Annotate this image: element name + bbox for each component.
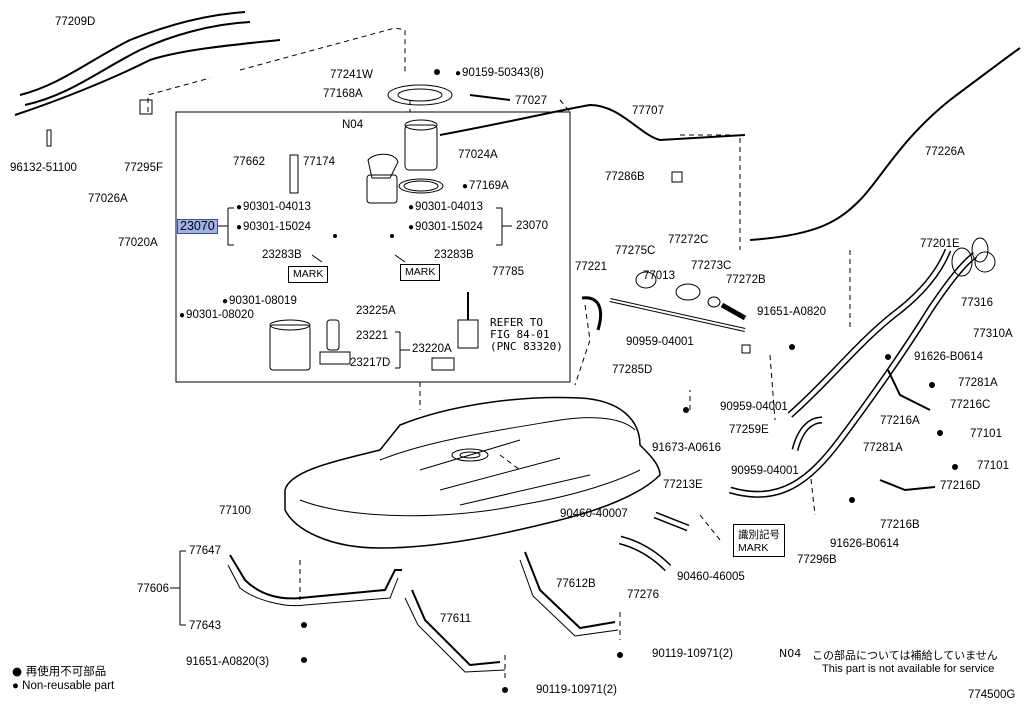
label-23225A: 23225A [356, 305, 396, 317]
label-77201E: 77201E [920, 238, 960, 250]
label-90959-04001-b: 90959-04001 [720, 401, 788, 413]
label-77221: 77221 [575, 261, 607, 273]
refer-line-1: REFER TO [490, 316, 543, 329]
label-77662: 77662 [233, 156, 265, 168]
legend-en: ● Non-reusable part [12, 680, 114, 692]
label-23220A: 23220A [412, 343, 452, 355]
label-91651-A0820: 91651-A0820 [757, 306, 827, 318]
label-77024A: 77024A [458, 149, 498, 161]
label-77272C: 77272C [668, 234, 709, 246]
label-77216C: 77216C [950, 399, 991, 411]
label-23221: 23221 [356, 330, 388, 342]
label-77101-a: 77101 [970, 428, 1002, 440]
label-77286B: 77286B [605, 171, 645, 183]
label-23283B-left: 23283B [262, 249, 302, 261]
label-90301-15024-left: 90301-15024 [236, 221, 311, 234]
mark-box-right: MARK [400, 264, 441, 281]
label-77310A: 77310A [973, 328, 1013, 340]
label-77275C: 77275C [615, 245, 656, 257]
label-77785: 77785 [492, 266, 524, 278]
label-77226A: 77226A [925, 146, 965, 158]
label-77285D: 77285D [612, 364, 653, 376]
label-77216B: 77216B [880, 519, 920, 531]
label-23070-right: 23070 [516, 220, 548, 232]
label-96132-51100: 96132-51100 [10, 162, 77, 174]
label-90159-50343: 90159-50343(8) [455, 67, 544, 80]
mark-box-left: MARK [288, 266, 329, 283]
label-77281A-b: 77281A [863, 442, 903, 454]
label-90119-10971-a: 90119-10971(2) [652, 648, 733, 660]
label-90301-04013-left: 90301-04013 [236, 201, 311, 214]
label-77612B: 77612B [556, 578, 596, 590]
jp-mark-en: MARK [738, 542, 769, 554]
label-77174: 77174 [303, 156, 335, 168]
bullet-icon: ● [12, 664, 26, 678]
label-77020A: 77020A [118, 237, 158, 249]
label-90301-08019: 90301-08019 [222, 295, 297, 308]
note-code: N04 [779, 647, 802, 660]
inset-box [175, 111, 571, 383]
label-N04: N04 [342, 119, 364, 131]
label-77100: 77100 [219, 505, 251, 517]
label-90959-04001-a: 90959-04001 [626, 336, 694, 348]
label-90119-10971-b: 90119-10971(2) [536, 684, 617, 696]
refer-line-2: FIG 84-01 [490, 328, 550, 341]
label-90460-46005: 90460-46005 [677, 571, 745, 583]
label-77216A: 77216A [880, 415, 920, 427]
label-77611: 77611 [440, 613, 472, 625]
label-77272B: 77272B [726, 274, 766, 286]
label-77647: 77647 [189, 545, 221, 557]
label-77281A-a: 77281A [958, 377, 998, 389]
label-77273C: 77273C [691, 260, 732, 272]
label-77027: 77027 [515, 95, 547, 107]
label-77101-b: 77101 [977, 460, 1009, 472]
jp-mark-text: 識別記号 [738, 529, 780, 541]
bullet-icon: ● [12, 680, 23, 692]
refer-line-3: (PNC 83320) [490, 340, 563, 353]
label-77213E: 77213E [663, 479, 703, 491]
label-91626-B0614-a: 91626-B0614 [914, 351, 984, 363]
label-77209D: 77209D [55, 16, 96, 28]
label-23283B-right: 23283B [434, 249, 474, 261]
label-77259E: 77259E [729, 424, 769, 436]
label-77643: 77643 [189, 620, 221, 632]
label-77276: 77276 [627, 589, 659, 601]
note-jp: この部品については補給していません [812, 649, 998, 662]
legend-jp-text: 再使用不可部品 [25, 664, 107, 678]
legend-jp: ● 再使用不可部品 [12, 663, 106, 679]
label-77707: 77707 [632, 105, 664, 117]
label-90959-04001-c: 90959-04001 [731, 465, 799, 477]
label-77168A: 77168A [323, 88, 363, 100]
label-77013: 77013 [643, 270, 675, 282]
label-77316: 77316 [961, 297, 993, 309]
label-90460-40007: 90460-40007 [560, 508, 628, 520]
label-77026A: 77026A [88, 193, 128, 205]
label-91626-B0614-b: 91626-B0614 [830, 538, 900, 550]
jp-mark-box: 識別記号 MARK [733, 524, 785, 557]
highlighted-part-23070[interactable]: 23070 [177, 219, 218, 234]
note-en: This part is not available for service [822, 663, 995, 675]
label-77241W: 77241W [330, 69, 373, 81]
label-90301-08020: 90301-08020 [179, 309, 254, 322]
label-77216D: 77216D [940, 480, 981, 492]
label-91651-A0820-3: 91651-A0820(3) [186, 656, 270, 668]
label-23217D: 23217D [350, 357, 391, 369]
label-77606: 77606 [137, 583, 169, 595]
label-90301-04013-right: 90301-04013 [408, 201, 483, 214]
label-77295F: 77295F [124, 162, 164, 174]
label-91673-A0616: 91673-A0616 [652, 442, 722, 454]
diagram-id: 774500G [968, 689, 1016, 701]
legend-en-text: Non-reusable part [22, 680, 115, 692]
label-90301-15024-right: 90301-15024 [408, 221, 483, 234]
label-77296B: 77296B [797, 554, 837, 566]
label-77169A: 77169A [462, 180, 509, 193]
